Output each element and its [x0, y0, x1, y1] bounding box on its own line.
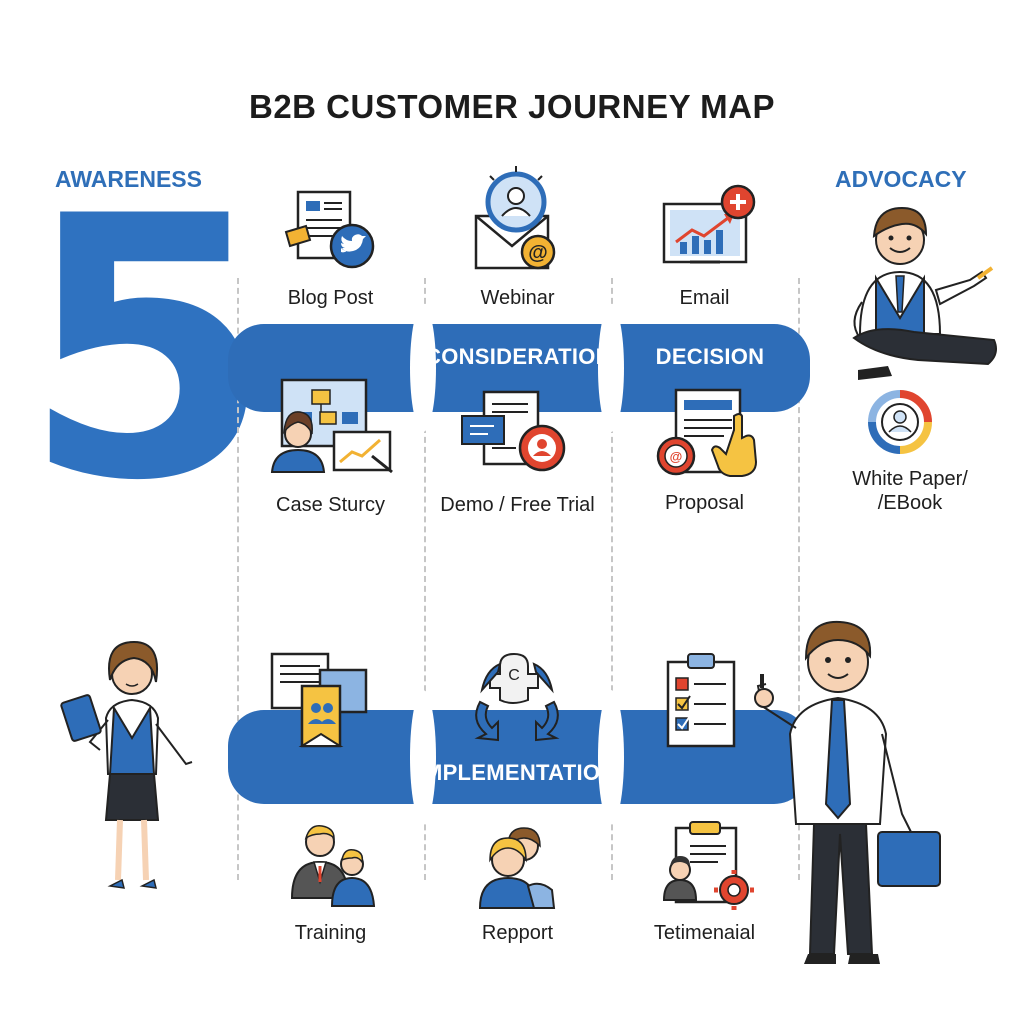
man-with-folder-illustration	[754, 620, 941, 964]
item-white-paper-label-2: /EBook	[877, 492, 943, 514]
training-icon	[290, 825, 376, 907]
band-divider	[410, 690, 436, 824]
blog-post-icon	[284, 190, 375, 269]
item-testimonial-label: Tetimenaial	[653, 922, 756, 944]
svg-text:C: C	[508, 667, 520, 684]
item-training-label: Training	[294, 922, 367, 944]
case-study-icon	[270, 378, 393, 474]
column-divider	[424, 278, 426, 880]
stage-implementation-label: IMPLEMENTATION	[417, 760, 617, 785]
webinar-icon: @	[474, 166, 556, 270]
testimonial-icon	[662, 821, 754, 910]
page-title: B2B CUSTOMER JOURNEY MAP	[248, 88, 776, 125]
white-paper-icon	[868, 390, 932, 454]
band-divider	[410, 304, 436, 432]
band-divider	[598, 690, 624, 824]
item-demo-label: Demo / Free Trial	[440, 494, 595, 516]
column-divider	[611, 278, 613, 880]
band-divider	[598, 304, 624, 432]
woman-with-tablet-illustration	[60, 640, 193, 889]
proposal-icon: @	[656, 388, 758, 477]
svg-text:@: @	[528, 242, 548, 264]
puzzle-cycle-icon: C	[474, 652, 560, 742]
item-white-paper-label-1: White Paper/	[852, 468, 968, 490]
advocacy-man-illustration	[852, 206, 997, 380]
presentation-icon	[270, 652, 368, 748]
stage-decision-label: DECISION	[655, 344, 765, 369]
item-webinar-label: Webinar	[480, 287, 555, 309]
item-case-study-label: Case Sturcy	[276, 494, 385, 516]
item-report-label: Repport	[481, 922, 554, 944]
stage-consideration-label: CONSIDERATION	[425, 344, 612, 369]
item-blog-post-label: Blog Post	[287, 287, 374, 309]
big-number-five: 5	[22, 140, 272, 559]
report-icon	[478, 827, 556, 909]
stage-advocacy-label: ADVOCACY	[835, 166, 967, 192]
demo-icon	[461, 390, 566, 472]
item-proposal-label: Proposal	[665, 492, 744, 514]
svg-text:@: @	[670, 449, 683, 464]
item-email-label: Email	[679, 287, 730, 309]
checklist-icon	[666, 653, 736, 748]
column-divider	[237, 278, 239, 880]
column-divider	[798, 278, 800, 880]
stage-awareness-label: AWARENESS	[55, 166, 202, 192]
email-chart-icon	[662, 184, 756, 264]
